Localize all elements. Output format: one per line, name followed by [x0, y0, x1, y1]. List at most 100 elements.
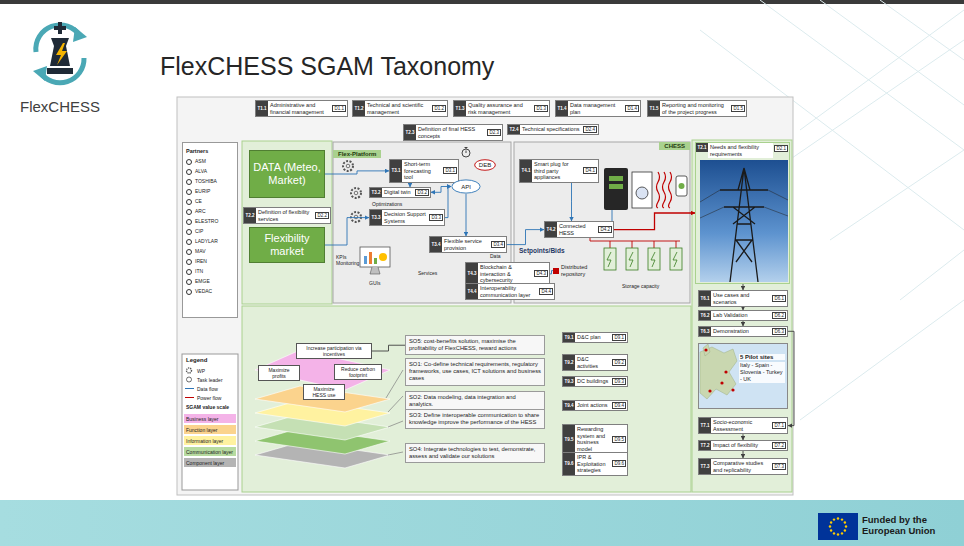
task-name: Interoperability communication layer [478, 284, 538, 299]
partner-name: CIP [186, 226, 234, 236]
monitor-icon [360, 247, 390, 274]
task-number: T9.5 [563, 425, 575, 453]
task-box: T4.4Interoperability communication layer… [465, 283, 555, 300]
flexchess-logo [56, 43, 67, 65]
deliverable-number: D3.3 [429, 214, 443, 221]
eu-flag [844, 529, 846, 531]
monitor-icon [360, 247, 390, 267]
gear-icon [343, 161, 353, 171]
bottom-band [0, 500, 964, 546]
task-number: T9.3 [563, 377, 575, 386]
legend-entry: Business layer [184, 414, 236, 423]
monitor-icon [370, 267, 380, 274]
task-box: T3.3Decision Support SystemsD3.3 [369, 209, 445, 226]
flexchess-logo [33, 66, 47, 81]
europe-map [704, 348, 707, 351]
legend-entry: Function layer [184, 425, 236, 434]
gear-icon [343, 161, 361, 222]
task-number: T1.1 [256, 101, 268, 116]
storage-battery [670, 248, 682, 270]
deliverable-number: D2.4 [583, 126, 597, 133]
objective-text: SO3: Define interoperable communication … [409, 412, 541, 426]
legend-text: Information layer [184, 438, 223, 444]
eu-flag [845, 525, 847, 527]
storage-battery [604, 248, 616, 270]
deliverable-number: D7.2 [772, 442, 786, 449]
ellipse-outline [475, 160, 496, 171]
goal-text: Maximize HESS use [306, 386, 342, 398]
task-box: T4.1Smart plug for third party appliance… [519, 159, 599, 183]
task-name: Digital twin [382, 188, 414, 197]
legend-entry: Component layer [184, 458, 236, 467]
task-name: IPR & Exploitation strategies [575, 453, 611, 475]
eu-flag [830, 529, 832, 531]
data-flow [445, 187, 451, 218]
partner-name: EURIP [186, 186, 234, 196]
task-box: T4.2Connected HESSD4.2 [544, 221, 614, 238]
task-number: T3.2 [370, 188, 382, 197]
partner-name: ITN [186, 266, 234, 276]
storage-battery [607, 252, 677, 267]
bottom-band [0, 500, 964, 546]
task-name: Data management plan [568, 101, 624, 116]
legend-subheading: SGAM value scale [186, 404, 229, 410]
task-name: Socio-economic Assessment [711, 418, 771, 433]
task-number: T6.1 [699, 291, 711, 306]
objective-box: SO5: cost-benefits solution, maximise th… [405, 335, 545, 355]
hess-appliances [676, 176, 687, 196]
deliverable-number: D4.1 [583, 167, 597, 174]
storage-battery [626, 248, 638, 270]
requirements-panel: T2.1Needs and flexibility requirementsD2… [695, 142, 790, 284]
europe-map [698, 343, 788, 409]
data-flow [325, 218, 369, 245]
transmission-tower [720, 168, 768, 282]
partner-name: IREN [186, 256, 234, 266]
task-name: Demonstration [711, 327, 771, 336]
transmission-tower [700, 160, 788, 282]
legend-sample [185, 376, 195, 383]
task-number: T1.4 [556, 101, 568, 116]
gear-icon [346, 164, 350, 168]
partner-name: ASM [186, 156, 234, 166]
box-text: Distributed repository [561, 264, 603, 277]
leader-line [386, 370, 403, 455]
repository-box: Distributed repository [553, 264, 603, 277]
task-box: T9.3DC buildingsD9.3 [562, 376, 628, 387]
task-number: T4.1 [520, 160, 532, 182]
gear-icon [354, 215, 358, 219]
deliverable-number: D9.6 [612, 460, 626, 467]
map-box: 5 Pilot sitesItaly - Spain - Slovenia - … [698, 343, 788, 409]
task-number: T3.4 [430, 237, 442, 252]
monitor-icon [374, 258, 377, 264]
icon-label: Storage capacity [622, 283, 659, 289]
legend-text: Function layer [184, 427, 217, 433]
task-number: T6.2 [699, 311, 711, 320]
task-box: T7.1Socio-economic AssessmentD7.1 [698, 417, 788, 434]
legend-sample [185, 394, 195, 401]
deliverable-number: D1.4 [625, 105, 639, 112]
task-number: T1.2 [353, 101, 365, 116]
task-name: Reporting and monitoring of the project … [660, 101, 730, 116]
market-box: Flexibility market [249, 227, 325, 263]
task-name: Decision Support Systems [382, 210, 428, 225]
partner-name: VEDAC [186, 286, 234, 296]
objective-box: SO4: Integrate technologies to test, dem… [405, 443, 545, 463]
deliverable-number: D9.1 [612, 334, 626, 341]
task-name: D&C activities [575, 355, 611, 370]
deliverable-number: D7.3 [772, 463, 786, 470]
data-flow [788, 331, 794, 425]
task-name: Connected HESS [557, 222, 597, 237]
power-flow [614, 213, 695, 230]
partner-name: EMGE [186, 276, 234, 286]
task-box: T6.1Use cases and scenariosD6.1 [698, 290, 788, 307]
eu-flag [818, 513, 858, 540]
flow-label: Data [490, 253, 501, 259]
task-name: Blockchain & interaction & cybersecurity [478, 263, 533, 285]
task-box: T9.4Joint actionsD9.4 [562, 400, 628, 411]
api-ellipse: API [451, 179, 481, 194]
flow-label: Optimizations [372, 201, 402, 207]
eu-flag [837, 517, 839, 519]
box-text: API [461, 184, 471, 190]
task-box: T1.3Quality assurance and risk managemen… [453, 100, 550, 117]
background-lines [700, 0, 964, 420]
